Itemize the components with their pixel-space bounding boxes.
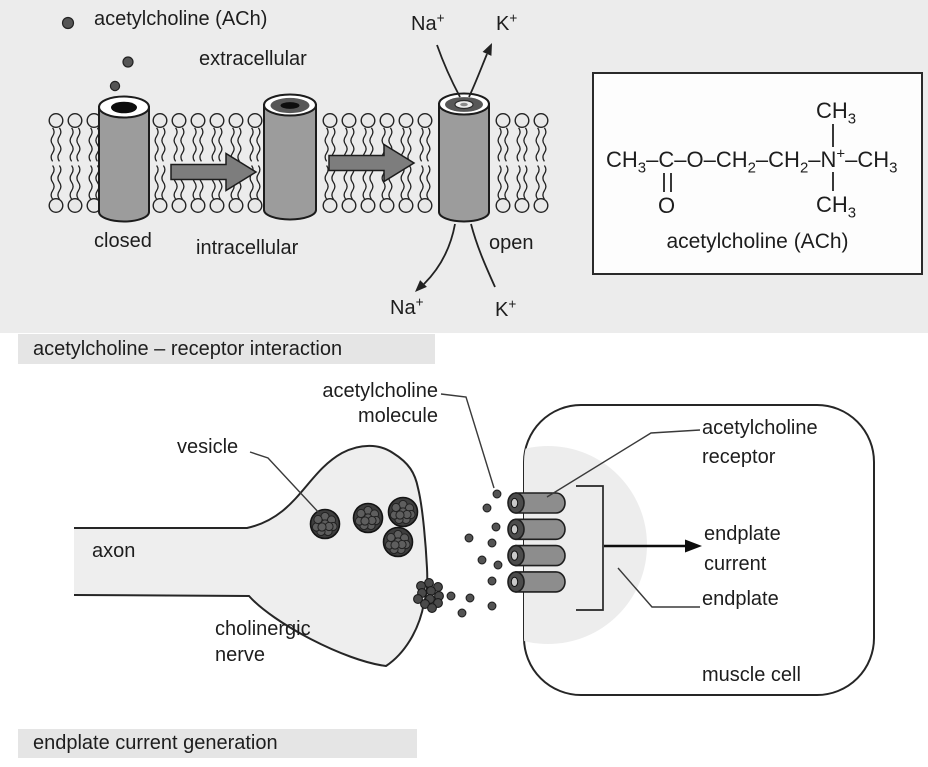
phospholipid-pair [67,112,83,213]
ach-molecule-leader [440,393,495,489]
vesicle-leader [249,451,322,516]
ach-formula: CH3–C–O–CH2–CH2–N+–CH3 [606,145,898,177]
open-label: open [489,232,534,254]
receptor-leader [546,429,701,498]
acetylcholine-receptor [507,492,566,514]
ach-dot [487,601,497,611]
phospholipid-pair [417,112,433,213]
phospholipid-pair [533,112,549,213]
methyl-top-label: CH3 [816,98,857,128]
ach-dot [413,594,423,604]
vesicles [309,496,419,558]
section-label-interaction: acetylcholine – receptor interaction [18,334,435,364]
ach-molecule-label: acetylcholine molecule [322,380,438,427]
ach-dot [491,522,501,532]
cholinergic-nerve-label: cholinergic nerve [215,618,311,666]
phospholipid-pair [341,112,357,213]
na-influx-arrow-bottom [415,223,456,292]
double-bond [663,173,672,192]
k-efflux-curve-bottom [470,223,496,288]
ach-dots-synapse [446,489,503,618]
ach-legend-label: acetylcholine (ACh) [94,8,268,30]
ach-dot [487,538,497,548]
cholinergic-nerve-terminal [73,444,429,668]
receptor-bracket [576,485,604,611]
vesicle [352,502,384,534]
structure-box [592,72,923,275]
phospholipid-pair [360,112,376,213]
ach-dot [493,560,503,570]
phospholipid-pair [495,112,511,213]
section-label-generation: endplate current generation [18,729,417,758]
ach-receptor-label: acetylcholine receptor [702,417,818,468]
na-influx-curve-top [436,44,461,98]
na-ion-label-top: Na+ [411,10,445,35]
vesicle [309,508,341,540]
ach-release-cluster [413,578,444,613]
ion-channel-intermediate [263,93,317,221]
ach-dot [426,586,436,596]
methyl-bottom-label: CH3 [816,192,857,222]
ach-dot [492,489,502,499]
intracellular-label: intracellular [196,237,299,259]
ion-channel-closed [98,95,150,223]
k-ion-label-top: K+ [496,10,518,35]
ach-dot [477,555,487,565]
acetylcholine-receptor [507,544,566,567]
ach-dot [457,608,467,618]
ach-dot [122,56,134,68]
vesicle [382,526,414,558]
muscle-cell-label: muscle cell [702,664,801,686]
endplate-leader [617,567,700,608]
ach-dots-top [61,16,134,92]
phospholipid-pair [152,112,168,213]
phospholipid-pair [209,112,225,213]
acetylcholine-receptor [507,571,566,593]
axon-label: axon [92,540,136,562]
ion-channel-open [438,92,490,223]
endplate-current-arrow [604,539,702,553]
phospholipid-pair [247,112,263,213]
structure-caption: acetylcholine (ACh) [666,230,849,253]
transition-arrow-1 [170,152,258,192]
lipid-bilayer [48,112,549,213]
phospholipid-pair [514,112,530,213]
na-ion-label-bottom: Na+ [390,294,424,319]
acetylcholine-receptors [507,492,566,593]
closed-label: closed [94,230,152,252]
k-ion-label-bottom: K+ [495,296,517,321]
acetylcholine-receptor [507,518,566,541]
transition-arrow-2 [328,143,416,183]
ach-dot [427,603,437,613]
ach-dot [109,80,121,92]
ach-dot [464,533,474,543]
extracellular-label: extracellular [199,48,307,70]
ach-dot [446,591,456,601]
vesicle [387,496,419,528]
k-efflux-arrow-top [468,43,492,98]
ach-dot [482,503,492,513]
phospholipid-pair [48,112,64,213]
ach-dot [465,593,475,603]
vesicle-label: vesicle [177,436,239,458]
ach-legend-dot [61,16,75,30]
endplate-current-label: endplate current [704,523,781,575]
phospholipid-pair [228,112,244,213]
endplate-label: endplate [702,588,779,610]
oxygen-label: O [658,193,676,218]
ach-dot [487,576,497,586]
